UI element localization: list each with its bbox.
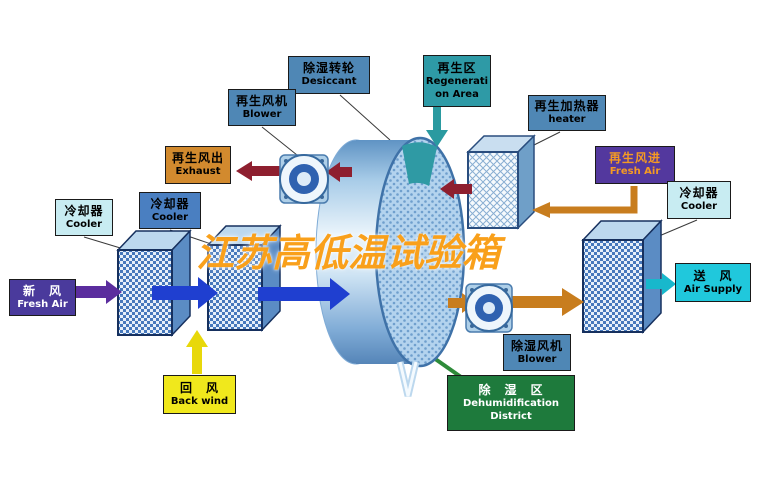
fan-hub [483,302,495,314]
label-regen-exhaust-en: Exhaust [175,166,221,178]
watermark-title: 江苏高低温试验箱 [196,230,501,275]
label-dehumid-district-en2: District [490,410,532,422]
wheel-stand-ribbon-highlight [398,361,418,397]
arrow-regen-area-down [426,107,448,147]
fan-hub [297,172,311,186]
label-cooler-left-en: Cooler [65,218,103,230]
arrow-cooler2-to-wheel [258,278,350,310]
wheel-front-face [374,136,466,368]
label-desiccant-en: Desiccant [301,76,357,88]
label-desiccant-zh: 除湿转轮 [302,61,355,76]
label-regen-heater: 再生加热器 heater [528,95,606,131]
arrow-heater-to-wheel [440,179,472,199]
dehumid-blower-unit [465,283,513,333]
label-regen-blower-zh: 再生风机 [235,93,288,108]
arrow-into-heater [532,202,550,218]
label-fresh-air-in-en: Fresh Air [17,298,68,310]
label-dehumid-blower: 除湿风机 Blower [503,334,571,371]
arrow-wheel-to-regen-blower [326,162,352,182]
heater-box [466,134,536,230]
label-regen-blower-en: Blower [242,108,282,120]
label-fresh-air-in: 新 风 Fresh Air [9,279,76,316]
label-back-wind-en: Back wind [170,395,229,407]
label-regen-fresh-air-en: Fresh Air [609,166,661,178]
label-air-supply-zh: 送 风 [693,268,733,283]
arrow-air-supply-out [646,273,676,295]
label-regen-area-en1: Regenerati [425,76,489,87]
label-regen-exhaust: 再生风出 Exhaust [165,146,231,184]
connector-regen-blower [261,126,298,156]
arrow-back-wind-up [186,330,208,374]
cooler-left-side-face [171,229,191,337]
cooler-box-mid [206,224,282,332]
regen-blower-unit [279,154,329,204]
heater-front-face [467,151,519,229]
connector-desiccant [339,94,391,141]
regeneration-air-arrows [236,161,472,199]
label-air-supply: 送 风 Air Supply [675,263,751,302]
label-regen-heater-zh: 再生加热器 [534,99,600,114]
label-desiccant: 除湿转轮 Desiccant [288,56,370,94]
label-regen-fresh-air-zh: 再生风进 [608,151,661,166]
label-cooler-right-zh: 冷却器 [679,186,719,201]
label-air-supply-en: Air Supply [683,283,743,295]
label-regen-area-zh: 再生区 [437,61,477,75]
label-dehumid-district-en1: Dehumidification [462,398,560,409]
label-fresh-air-in-zh: 新 风 [22,283,62,298]
cooler-box-left [116,229,192,337]
label-regen-exhaust-zh: 再生风出 [171,151,224,166]
label-cooler-right-en: Cooler [680,201,718,213]
arrow-blower-to-exhaust [236,161,286,181]
cooler-box-right [581,219,663,334]
label-regen-blower: 再生风机 Blower [228,89,296,126]
cooler-mid-front-face [207,244,263,331]
cooler-right-front-face [582,239,644,333]
arrow-fresh-air-in [76,280,122,304]
label-back-wind: 回 风 Back wind [163,375,236,414]
label-regen-area-en2: on Area [435,88,479,100]
regen-fresh-air-duct [548,186,638,214]
label-regen-fresh-air: 再生风进 Fresh Air [595,146,675,184]
wheel-regeneration-sector [402,142,437,186]
label-cooler-left-zh: 冷却器 [64,203,104,218]
desiccant-wheel [315,136,466,397]
label-dehumid-blower-zh: 除湿风机 [510,338,563,353]
label-cooler-left: 冷却器 Cooler [55,199,113,236]
heater-side-face [517,134,535,230]
arrow-blower-to-cooler-right [508,288,584,316]
label-cooler-mid-zh: 冷却器 [150,196,190,211]
label-dehumid-district-zh: 除 湿 区 [478,383,544,397]
arrow-cooler1-to-cooler2 [152,277,218,309]
label-back-wind-zh: 回 风 [179,380,219,395]
label-cooler-right: 冷却器 Cooler [667,181,731,219]
label-cooler-mid: 冷却器 Cooler [139,192,201,229]
label-dehumid-district: 除 湿 区 Dehumidification District [447,375,575,431]
label-dehumid-blower-en: Blower [517,353,557,365]
cooler-right-side-face [642,219,662,334]
label-cooler-mid-en: Cooler [151,211,189,223]
label-regeneration-area: 再生区 Regenerati on Area [423,55,491,107]
label-regen-heater-en: heater [548,114,586,126]
